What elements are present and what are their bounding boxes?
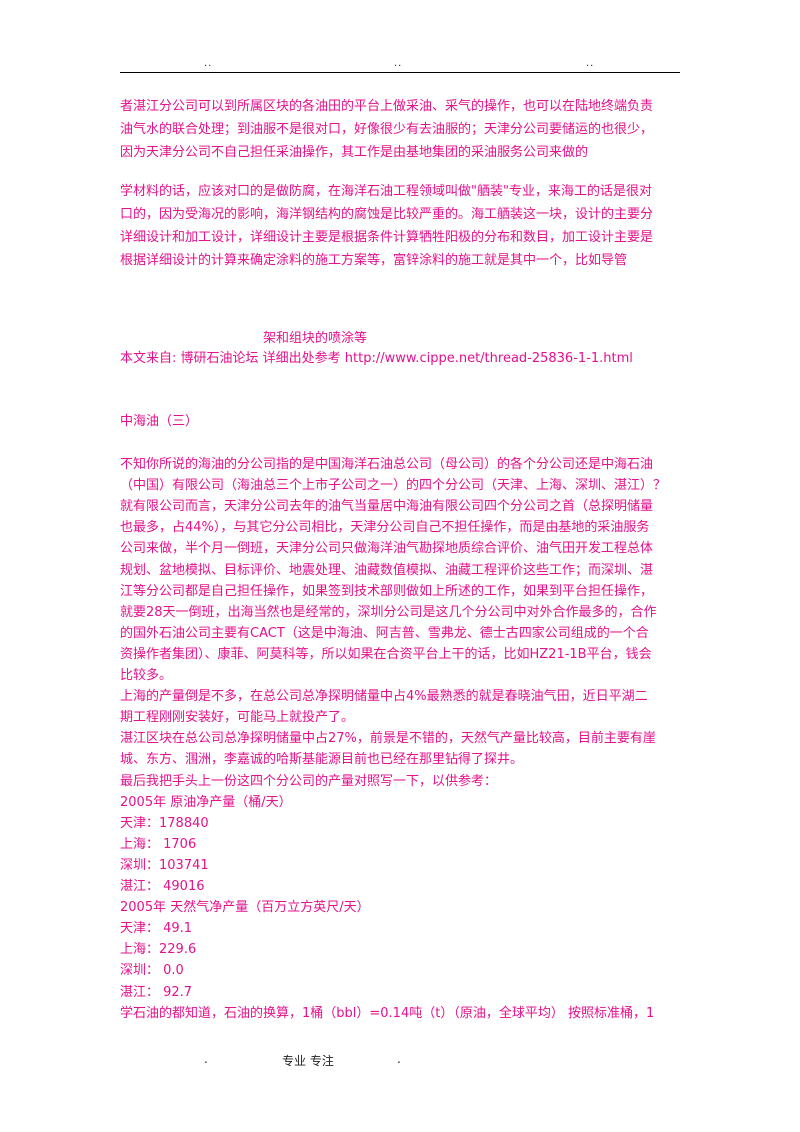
section-title: 中海油（三） — [120, 414, 199, 429]
body-line: 的国外石油公司主要有CACT（这是中海油、阿吉普、雪弗龙、德士古四家公司组成的一… — [120, 625, 649, 641]
body-line: 2005年 原油净产量（桶/天） — [120, 794, 292, 810]
body-line: 深圳： 0.0 — [120, 963, 184, 979]
body-line: 湛江区块在总公司总净探明储量中占27%，前景是不错的，天然气产量比较高，目前主要… — [120, 731, 656, 747]
body-line: 学石油的都知道，石油的换算，1桶（bbl）=0.14吨（t）（原油，全球平均） … — [120, 1005, 655, 1021]
body-line: 上海的产量倒是不多，在总公司总净探明储量中占4%最熟悉的就是春晓油气田，近日平湖… — [120, 689, 648, 705]
body-line: 也最多，占44%），与其它分公司相比，天津分公司自己不担任操作，而是由基地的采油… — [120, 520, 650, 536]
body-line: 上海： 1706 — [120, 836, 197, 852]
paragraph-line: 根据详细设计的计算来确定涂料的施工方案等，富锌涂料的施工就是其中一个，比如导管 — [120, 253, 628, 268]
body-line: 湛江： 49016 — [120, 879, 205, 894]
paragraph-line: 因为天津分公司不自己担任采油操作，其工作是由基地集团的采油服务公司来做的 — [120, 145, 589, 160]
header-mark-center: .. — [394, 58, 403, 69]
paragraph-line: 油气水的联合处理；到油服不是很对口，好像很少有去油服的；天津分公司要储运的也很少… — [120, 122, 654, 137]
header-mark-right: .. — [586, 58, 595, 69]
body-line: 2005年 天然气净产量（百万立方英尺/天） — [120, 900, 370, 916]
body-line: （中国）有限公司（海油总三个上市子公司之一）的四个分公司（天津、上海、深圳、湛江… — [120, 478, 667, 494]
body-line: 深圳：103741 — [120, 857, 209, 873]
footer-mark-left: . — [204, 1052, 208, 1066]
continued-line: 架和组块的喷涂等 — [263, 331, 368, 346]
body-line: 湛江： 92.7 — [120, 984, 193, 1000]
body-line: 公司来做，半个月一倒班，天津分公司只做海洋油气勘探地质综合评价、油气田开发工程总… — [120, 541, 654, 557]
source-reference: 本文来自: 博研石油论坛 详细出处参考 http://www.cippe.net… — [120, 351, 633, 366]
body-line: 资操作者集团）、康菲、阿莫科等，所以如果在合资平台上干的话，比如HZ21-1B平… — [120, 646, 652, 662]
body-line: 就有限公司而言，天津分公司去年的油气当量居中海油有限公司四个分公司之首（总探明储… — [120, 499, 654, 515]
body-line: 规划、盆地模拟、目标评价、地震处理、油藏数值模拟、油藏工程评价这些工作；而深圳、… — [120, 562, 654, 578]
header-mark-left: .. — [204, 58, 213, 69]
paragraph-line: 口的，因为受海况的影响，海洋钢结构的腐蚀是比较严重的。海工舾装这一块，设计的主要… — [120, 207, 654, 222]
paragraph-line: 者湛江分公司可以到所属区块的各油田的平台上做采油、采气的操作，也可以在陆地终端负… — [120, 99, 654, 114]
footer-text: 专业 专注 — [282, 1054, 334, 1068]
body-line: 江等分公司都是自己担任操作，如果签到技术部则做如上所述的工作，如果到平台担任操作… — [120, 583, 654, 599]
body-line: 不知你所说的海油的分公司指的是中国海洋石油总公司（母公司）的各个分公司还是中海石… — [120, 457, 654, 472]
body-line: 最后我把手头上一份这四个分公司的产量对照写一下，以供参考： — [120, 773, 498, 789]
footer-mark-right: . — [397, 1052, 401, 1066]
paragraph-line: 详细设计和加工设计，详细设计主要是根据条件计算牺牲阳极的分布和数目，加工设计主要… — [120, 230, 654, 245]
body-line: 天津：178840 — [120, 815, 209, 831]
body-line: 就要28天一倒班，出海当然也是经常的，深圳分公司是这几个分公司中对外合作最多的，… — [120, 604, 657, 620]
body-line: 上海：229.6 — [120, 942, 197, 958]
paragraph-line: 学材料的话，应该对口的是做防腐，在海洋石油工程领域叫做"舾装"专业，来海工的话是… — [120, 184, 652, 199]
body-line: 天津： 49.1 — [120, 921, 193, 937]
body-line: 期工程刚刚安装好，可能马上就投产了。 — [120, 710, 355, 726]
body-line: 城、东方、涠洲，李嘉诚的哈斯基能源目前也已经在那里钻得了探井。 — [120, 752, 524, 768]
header-rule — [120, 72, 680, 73]
body-line: 比较多。 — [120, 668, 173, 683]
